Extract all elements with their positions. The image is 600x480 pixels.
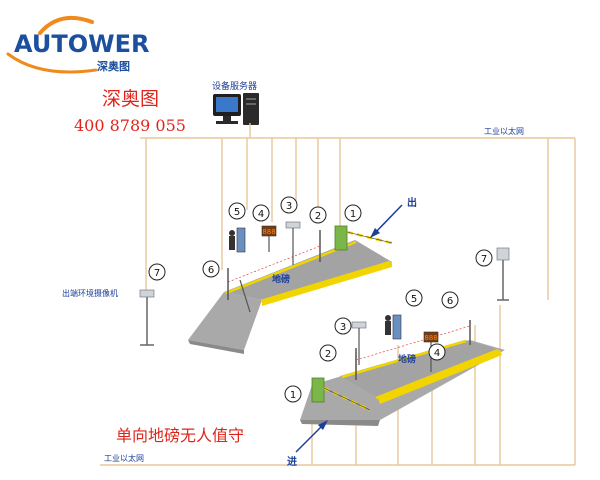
marker-left-7: 7: [148, 263, 166, 281]
marker-top-2: 2: [309, 206, 327, 224]
top-network-label: 工业以太网: [484, 126, 524, 136]
bottom-barrier-gate: [311, 377, 325, 403]
exit-label: 出: [407, 196, 417, 209]
marker-bottom-3: 3: [334, 317, 352, 335]
svg-text:5: 5: [234, 207, 240, 218]
logo-wordmark: AUTOWER: [14, 30, 149, 58]
brand-logo: AUTOWER 深奥图: [6, 15, 149, 74]
right-environment-camera: [496, 247, 510, 301]
marker-right-7: 7: [475, 249, 493, 267]
svg-text:1: 1: [350, 209, 356, 220]
bottom-network-label: 工业以太网: [104, 453, 144, 463]
svg-text:888: 888: [424, 334, 437, 342]
svg-text:5: 5: [411, 294, 417, 305]
exit-arrow: [370, 204, 403, 238]
exit-camera-label: 出端环境摄像机: [62, 288, 118, 298]
marker-bottom-5: 5: [405, 289, 423, 307]
diagram-caption: 单向地磅无人值守: [116, 426, 244, 445]
marker-top-3: 3: [280, 196, 298, 214]
svg-text:1: 1: [290, 390, 296, 401]
svg-text:2: 2: [325, 349, 331, 360]
bottom-camera: [351, 321, 367, 329]
svg-text:3: 3: [340, 322, 346, 333]
marker-bottom-4: 4: [428, 343, 446, 361]
marker-top-1: 1: [344, 204, 362, 222]
bottom-weighbridge: 地磅 888: [300, 314, 505, 426]
marker-top-6: 6: [202, 260, 220, 278]
svg-text:7: 7: [481, 254, 487, 265]
svg-text:4: 4: [434, 348, 440, 359]
marker-top-5: 5: [228, 202, 246, 220]
svg-text:6: 6: [208, 265, 214, 276]
phone-number: 400 8789 055: [74, 116, 186, 135]
svg-text:6: 6: [447, 296, 453, 307]
server-computer-icon: [213, 93, 259, 125]
logo-chinese-name: 深奥图: [97, 59, 130, 73]
top-barrier-gate: [334, 225, 348, 251]
svg-text:888: 888: [262, 228, 275, 236]
marker-bottom-1: 1: [284, 385, 302, 403]
left-environment-camera: [139, 289, 155, 346]
entry-label: 进: [287, 455, 297, 468]
entry-arrow: [295, 420, 328, 453]
top-weighbridge: 地磅 888: [188, 221, 393, 354]
svg-text:3: 3: [286, 201, 292, 212]
brand-name: 深奥图: [102, 88, 159, 110]
server-label: 设备服务器: [212, 80, 257, 92]
marker-top-4: 4: [252, 204, 270, 222]
top-camera: [285, 221, 301, 229]
svg-text:4: 4: [258, 209, 264, 220]
bottom-self-service-terminal: [392, 314, 402, 340]
svg-text:2: 2: [315, 211, 321, 222]
bottom-scale-label: 地磅: [398, 353, 416, 365]
top-self-service-terminal: [236, 227, 246, 253]
svg-text:7: 7: [154, 268, 160, 279]
marker-bottom-6: 6: [441, 291, 459, 309]
top-scale-label: 地磅: [272, 273, 290, 285]
marker-bottom-2: 2: [319, 344, 337, 362]
